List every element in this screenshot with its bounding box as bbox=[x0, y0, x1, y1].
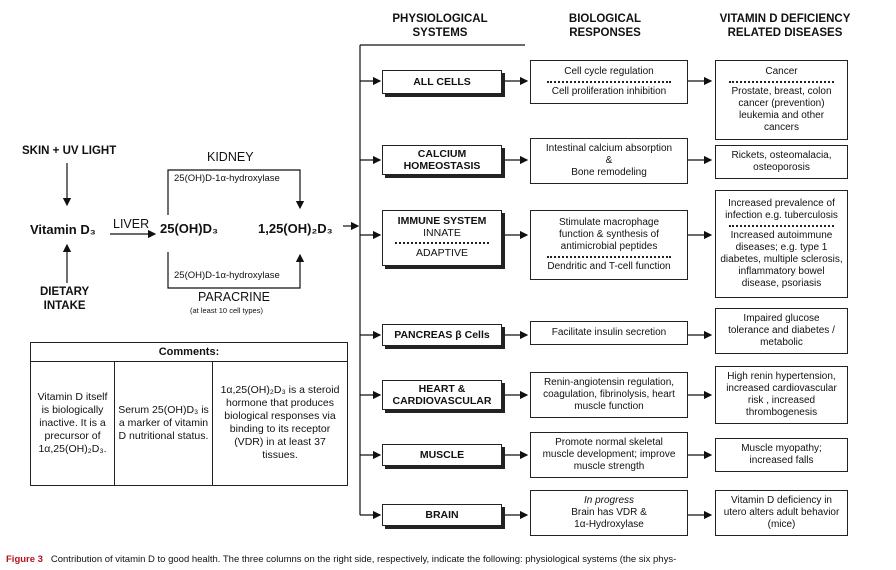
comments-title: Comments: bbox=[31, 343, 347, 362]
system-immune: IMMUNE SYSTEM INNATE ADAPTIVE bbox=[382, 210, 502, 266]
skin-uv-label: SKIN + UV LIGHT bbox=[22, 145, 117, 157]
system-muscle: MUSCLE bbox=[382, 444, 502, 466]
disease-all-cells: Cancer Prostate, breast, colon cancer (p… bbox=[715, 60, 848, 140]
disease-heart: High renin hypertension, increased cardi… bbox=[715, 366, 848, 424]
disease-muscle: Muscle myopathy; increased falls bbox=[715, 438, 848, 472]
paracrine-label: PARACRINE bbox=[198, 290, 271, 304]
disease-calcium: Rickets, osteomalacia, osteoporosis bbox=[715, 145, 848, 179]
response-heart: Renin-angiotensin regulation, coagulatio… bbox=[530, 372, 688, 418]
response-calcium: Intestinal calcium absorption & Bone rem… bbox=[530, 138, 688, 184]
response-all-cells: Cell cycle regulation Cell proliferation… bbox=[530, 60, 688, 104]
disease-immune: Increased prevalence of infection e.g. t… bbox=[715, 190, 848, 298]
disease-brain: Vitamin D deficiency in utero alters adu… bbox=[715, 490, 848, 536]
response-muscle: Promote normal skeletal muscle developme… bbox=[530, 432, 688, 478]
125oh2d3-label: 1,25(OH)₂D₃ bbox=[258, 221, 333, 236]
figure-caption: Figure 3 Contribution of vitamin D to go… bbox=[6, 554, 676, 565]
figure-caption-text: Contribution of vitamin D to good health… bbox=[50, 554, 677, 565]
system-calcium-homeostasis: CALCIUM HOMEOSTASIS bbox=[382, 145, 502, 175]
response-immune: Stimulate macrophage function & synthesi… bbox=[530, 210, 688, 280]
system-all-cells: ALL CELLS bbox=[382, 70, 502, 94]
comment-vitamin-d: Vitamin D itself is biologically inactiv… bbox=[31, 361, 115, 485]
comment-steroid: 1α,25(OH)₂D₃ is a steroid hormone that p… bbox=[220, 384, 340, 461]
comment-serum: Serum 25(OH)D₃ is a marker of vitamin D … bbox=[115, 361, 213, 485]
hydroxylase-top-label: 25(OH)D-1α-hydroxylase bbox=[174, 173, 280, 184]
system-heart: HEART & CARDIOVASCULAR bbox=[382, 380, 502, 410]
disease-pancreas: Impaired glucose tolerance and diabetes … bbox=[715, 308, 848, 354]
liver-label: LIVER bbox=[113, 217, 150, 231]
paracrine-note: (at least 10 cell types) bbox=[190, 306, 263, 315]
system-pancreas: PANCREAS β Cells bbox=[382, 324, 502, 346]
response-pancreas: Facilitate insulin secretion bbox=[530, 321, 688, 345]
vitamin-d3-label: Vitamin D₃ bbox=[30, 222, 96, 237]
figure-label: Figure 3 bbox=[6, 554, 43, 565]
hydroxylase-bottom-label: 25(OH)D-1α-hydroxylase bbox=[174, 270, 280, 281]
25ohd3-label: 25(OH)D₃ bbox=[160, 221, 219, 236]
comments-box: Comments: Vitamin D itself is biological… bbox=[30, 342, 348, 486]
system-brain: BRAIN bbox=[382, 504, 502, 526]
response-brain: In progress Brain has VDR & 1α-Hydroxyla… bbox=[530, 490, 688, 536]
kidney-label: KIDNEY bbox=[207, 150, 254, 164]
